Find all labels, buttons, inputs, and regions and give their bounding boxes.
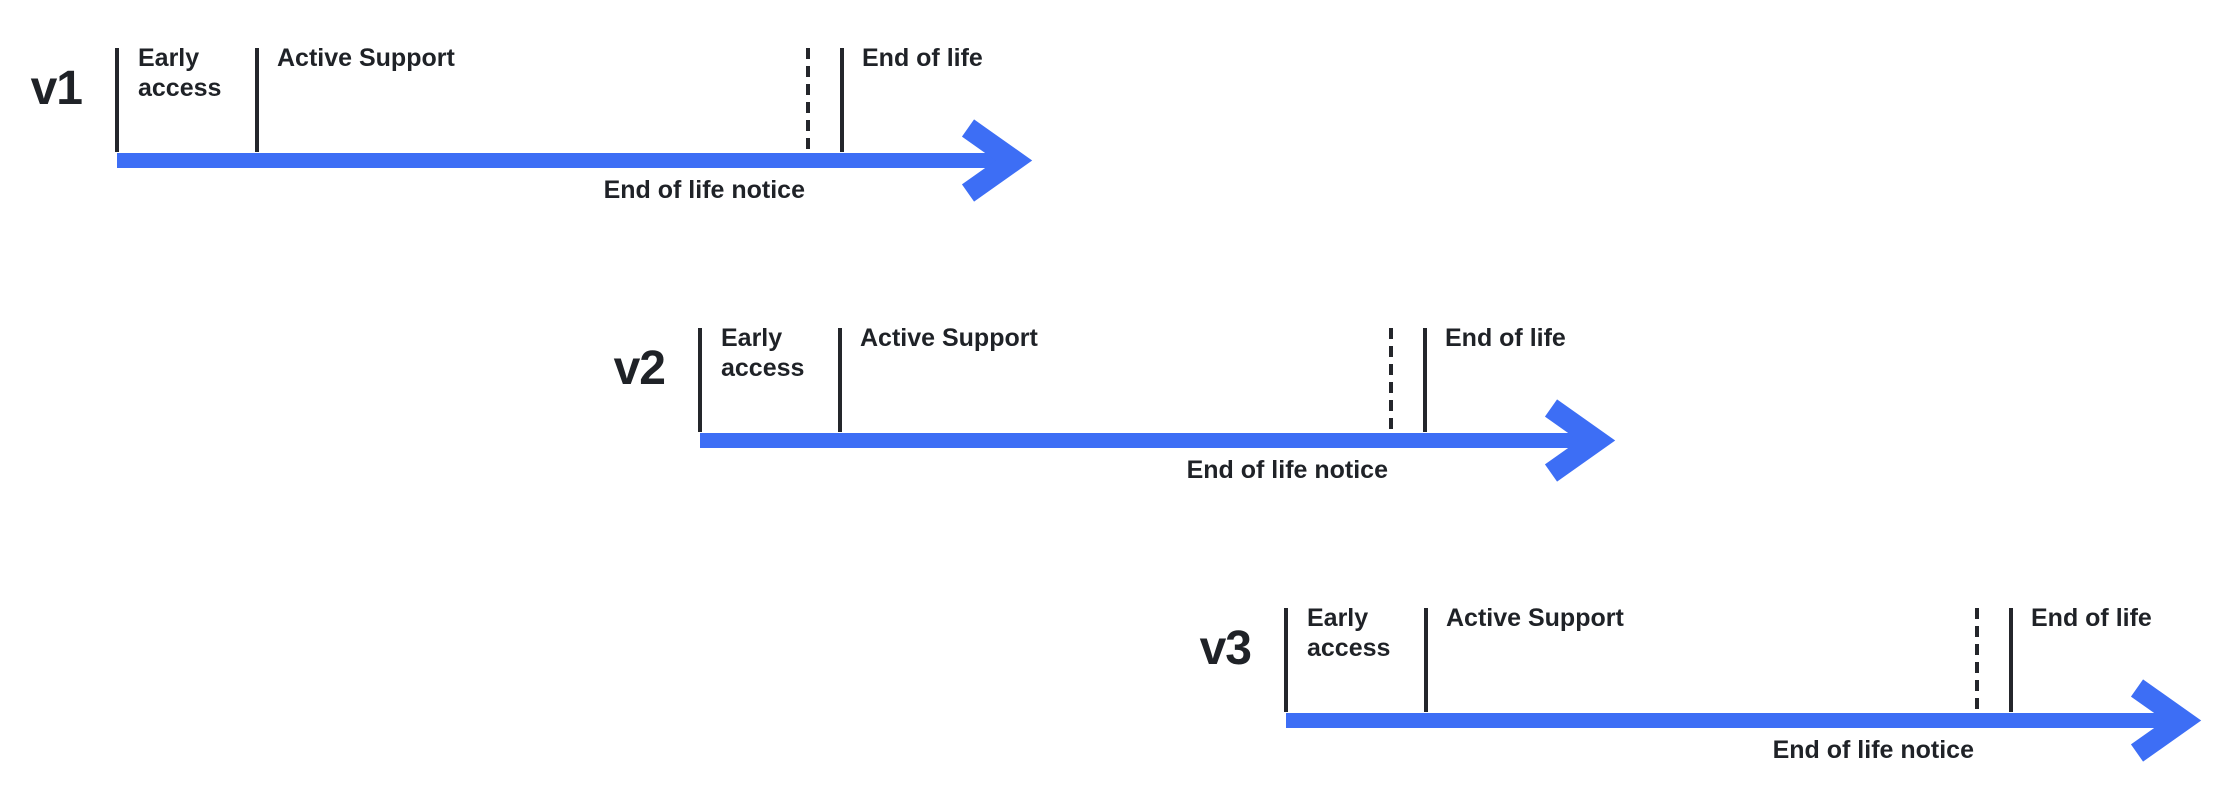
timeline-row-v2: v2 Early access Active Support End of li…: [614, 324, 1740, 503]
arrow-head-icon: [961, 119, 1033, 202]
timeline-graphic: [698, 328, 1616, 482]
version-label: v3: [1199, 622, 1252, 675]
early-access-end-tick: [1424, 608, 1428, 712]
end-of-life-tick: [1423, 328, 1427, 432]
end-of-life-notice-label: End of life notice: [603, 176, 805, 204]
arrow-head-icon: [2130, 679, 2202, 762]
timeline-arrow-shaft: [117, 153, 997, 168]
end-of-life-notice-label: End of life notice: [1186, 456, 1388, 484]
timeline-start-tick: [115, 48, 119, 152]
version-label: v2: [613, 342, 666, 395]
timeline-arrow-shaft: [1286, 713, 2166, 728]
timeline-row-v1: v1 Early access Active Support End of li…: [31, 44, 1157, 223]
timeline-graphic: [115, 48, 1033, 202]
end-of-life-label: End of life: [1445, 324, 1566, 352]
early-access-end-tick: [255, 48, 259, 152]
end-of-life-tick: [840, 48, 844, 152]
timeline-start-tick: [698, 328, 702, 432]
early-access-end-tick: [838, 328, 842, 432]
arrow-head-icon: [1544, 399, 1616, 482]
timeline-graphic: [1284, 608, 2202, 762]
end-of-life-label: End of life: [2031, 604, 2152, 632]
early-access-label: Early access: [138, 44, 222, 102]
early-access-label: Early access: [721, 324, 805, 382]
active-support-label: Active Support: [277, 44, 455, 72]
version-label: v1: [30, 62, 83, 115]
end-of-life-tick: [2009, 608, 2013, 712]
timeline-start-tick: [1284, 608, 1288, 712]
timeline-arrow-shaft: [700, 433, 1580, 448]
active-support-label: Active Support: [1446, 604, 1624, 632]
early-access-label: Early access: [1307, 604, 1391, 662]
end-of-life-notice-label: End of life notice: [1772, 736, 1974, 764]
timeline-row-v3: v3 Early access Active Support End of li…: [1200, 604, 2228, 783]
end-of-life-label: End of life: [862, 44, 983, 72]
active-support-label: Active Support: [860, 324, 1038, 352]
